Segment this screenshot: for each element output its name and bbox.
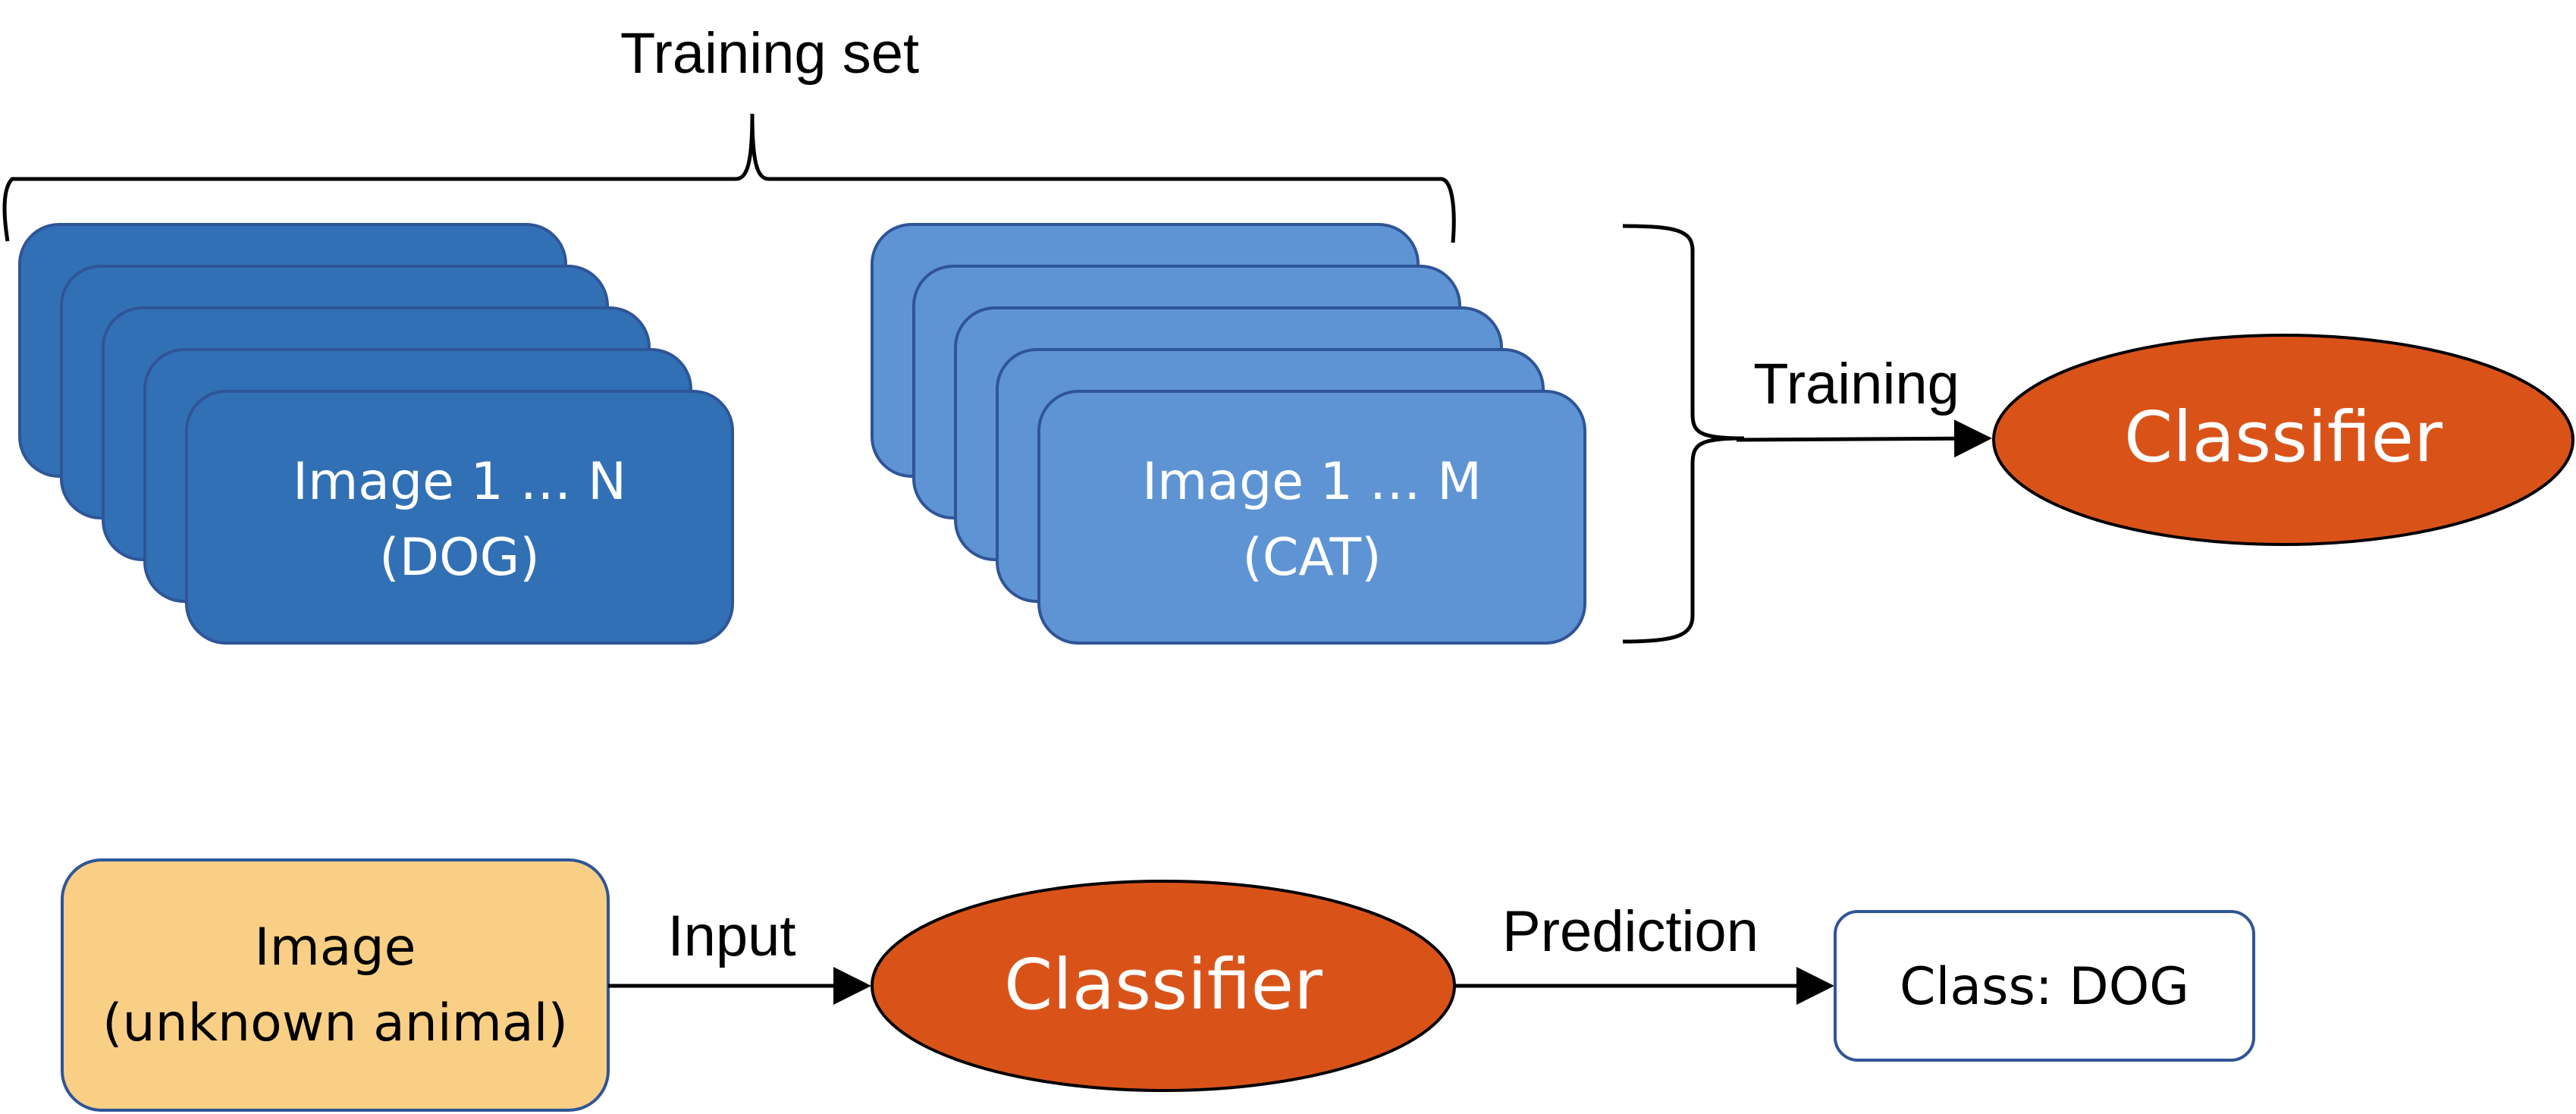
dog-image-label: Image 1 … N xyxy=(293,452,626,512)
classifier-label-bottom: Classifier xyxy=(1004,944,1323,1025)
classifier-label-top: Classifier xyxy=(2124,397,2443,478)
training-arrow xyxy=(1736,419,1992,458)
classifier-ellipse-top xyxy=(1992,334,2574,546)
dog-image-card-front xyxy=(185,390,734,645)
input-image-label: Image xyxy=(255,918,416,977)
cat-image-stack: Image 1 … M (CAT) xyxy=(871,223,1586,645)
input-image-sublabel: (unknown animal) xyxy=(102,993,568,1053)
cat-image-card-front xyxy=(1037,390,1586,645)
prediction-arrow-label: Prediction xyxy=(1502,899,1759,964)
training-merge-brace xyxy=(1622,224,1745,644)
input-image-box xyxy=(61,858,610,1112)
prediction-result-label: Class: DOG xyxy=(1900,957,2189,1017)
cat-image-label: Image 1 … M xyxy=(1142,452,1482,512)
dog-class-label: (DOG) xyxy=(379,528,540,588)
training-arrow-label: Training xyxy=(1753,352,1959,416)
training-set-label: Training set xyxy=(620,21,919,86)
cat-class-label: (CAT) xyxy=(1242,528,1381,588)
dog-image-stack: Image 1 … N (DOG) xyxy=(18,223,734,645)
training-set-brace xyxy=(2,113,1456,243)
input-arrow-label: Input xyxy=(667,904,795,968)
prediction-result-box xyxy=(1834,910,2255,1062)
